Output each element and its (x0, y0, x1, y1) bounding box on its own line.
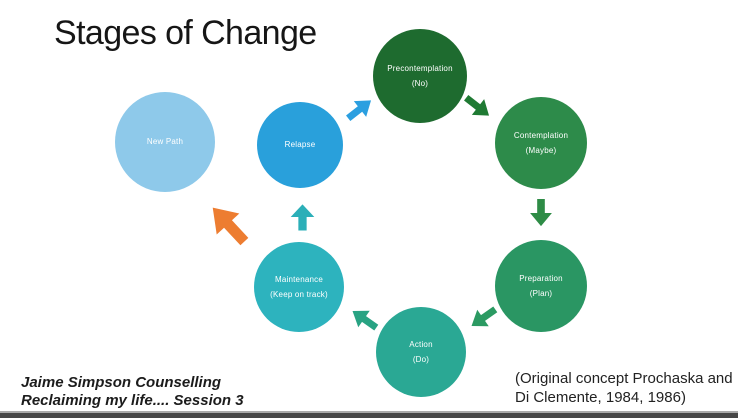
relapse-to-precontemplation-arrow-icon (346, 100, 372, 121)
stage-preparation: Preparation (Plan) (495, 240, 587, 332)
stage-label: Preparation (519, 273, 563, 283)
precontemplation-to-contemplation-arrow-icon (464, 95, 490, 116)
footer-credit-line2: Reclaiming my life.... Session 3 (21, 392, 244, 410)
footer-credit: Jaime Simpson Counselling Reclaiming my … (21, 374, 244, 411)
slide-title: Stages of Change (54, 14, 317, 52)
relapse-to-new-path-arrow-icon (212, 207, 249, 246)
bottom-bar (0, 411, 738, 418)
preparation-to-action-arrow-icon (471, 306, 498, 327)
stage-maintenance: Maintenance (Keep on track) (254, 242, 344, 332)
stage-label: Contemplation (513, 130, 569, 140)
stage-sublabel: (Do) (412, 354, 430, 364)
stage-sublabel: (Maybe) (525, 145, 557, 155)
stage-contemplation: Contemplation (Maybe) (495, 97, 587, 189)
footer-credit-line1: Jaime Simpson Counselling (21, 374, 222, 391)
citation-text: (Original concept Prochaska and Di Cleme… (515, 370, 733, 406)
maintenance-to-relapse-arrow-icon (290, 204, 315, 231)
stage-label: Relapse (284, 140, 316, 149)
stage-precontemplation: Precontemplation (No) (373, 29, 467, 123)
stage-label: Precontemplation (387, 63, 453, 73)
stage-action: Action (Do) (376, 307, 466, 397)
stage-sublabel: (Plan) (529, 288, 553, 298)
action-to-maintenance-arrow-icon (352, 310, 379, 331)
stage-label: Maintenance (274, 274, 323, 284)
stage-sublabel: (No) (411, 78, 429, 88)
contemplation-to-preparation-arrow-icon (530, 199, 552, 227)
stage-new-path: New Path (115, 92, 215, 192)
stage-relapse: Relapse (257, 102, 343, 188)
stage-sublabel: (Keep on track) (270, 289, 328, 299)
stage-label: Action (409, 339, 433, 349)
stage-label: New Path (146, 137, 184, 146)
